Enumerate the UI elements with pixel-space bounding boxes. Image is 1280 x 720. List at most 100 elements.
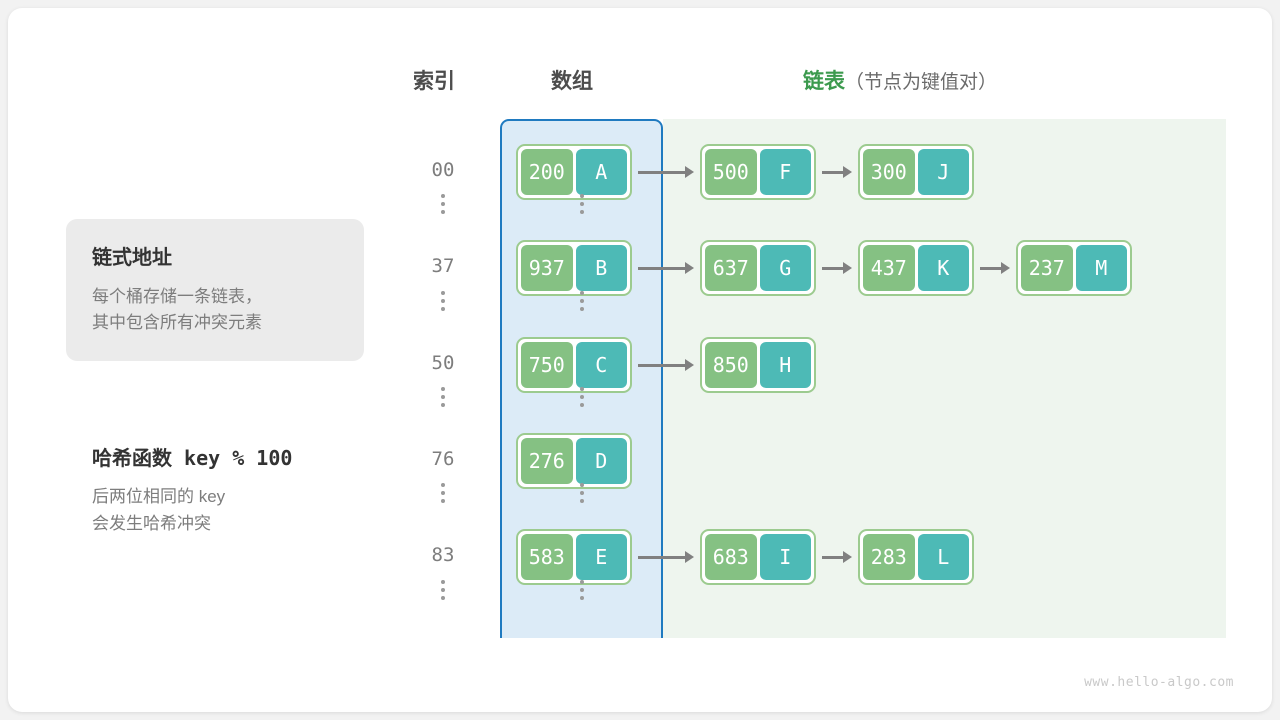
hash-note-line-2: 会发生哈希冲突 xyxy=(92,514,211,534)
index-ellipsis xyxy=(436,387,450,407)
node-key: 283 xyxy=(863,534,915,580)
hash-function-note: 哈希函数 key % 100 后两位相同的 key 会发生哈希冲突 xyxy=(92,442,392,537)
array-ellipsis xyxy=(575,387,589,407)
ellipsis-dot xyxy=(580,499,584,503)
array-ellipsis xyxy=(575,194,589,214)
index-ellipsis xyxy=(436,580,450,600)
arrow-head xyxy=(843,262,852,274)
ellipsis-dot xyxy=(580,483,584,487)
ellipsis-dot xyxy=(441,403,445,407)
ellipsis-dot xyxy=(441,580,445,584)
chain-arrow xyxy=(980,262,1010,274)
node-key: 637 xyxy=(705,245,757,291)
node-key: 237 xyxy=(1021,245,1073,291)
node-value: K xyxy=(917,245,969,291)
arrow-shaft xyxy=(638,266,685,270)
index-label: 50 xyxy=(431,352,455,374)
arrow-head xyxy=(685,551,694,563)
array-ellipsis xyxy=(575,483,589,503)
arrow-head xyxy=(843,551,852,563)
arrow-shaft xyxy=(638,555,685,559)
chain-arrow xyxy=(638,262,694,274)
arrow-shaft xyxy=(822,266,843,270)
arrow-head xyxy=(685,262,694,274)
chain-arrow xyxy=(822,551,852,563)
array-ellipsis xyxy=(575,580,589,600)
header-array: 数组 xyxy=(551,70,593,93)
arrow-head xyxy=(843,166,852,178)
card-body-line-2: 其中包含所有冲突元素 xyxy=(92,313,262,333)
arrow-shaft xyxy=(822,170,843,174)
node-key: 683 xyxy=(705,534,757,580)
index-ellipsis xyxy=(436,291,450,311)
node-key: 437 xyxy=(863,245,915,291)
ellipsis-dot xyxy=(580,299,584,303)
index-ellipsis xyxy=(436,194,450,214)
header-linked-list-sub: （节点为键值对） xyxy=(845,72,998,93)
node-value: G xyxy=(759,245,811,291)
node-value: A xyxy=(575,149,627,195)
node-value: H xyxy=(759,342,811,388)
header-index: 索引 xyxy=(413,70,455,93)
node-value: I xyxy=(759,534,811,580)
arrow-shaft xyxy=(980,266,1001,270)
node-value: L xyxy=(917,534,969,580)
ellipsis-dot xyxy=(441,596,445,600)
hash-note-line-1: 后两位相同的 key xyxy=(92,487,226,506)
node-key: 276 xyxy=(521,438,573,484)
index-ellipsis xyxy=(436,483,450,503)
ellipsis-dot xyxy=(441,588,445,592)
card-body: 每个桶存储一条链表， 其中包含所有冲突元素 xyxy=(92,284,338,337)
node-value: E xyxy=(575,534,627,580)
ellipsis-dot xyxy=(580,194,584,198)
node-key: 500 xyxy=(705,149,757,195)
arrow-shaft xyxy=(638,363,685,367)
node-key: 200 xyxy=(521,149,573,195)
node-value: B xyxy=(575,245,627,291)
ellipsis-dot xyxy=(580,387,584,391)
node-value: F xyxy=(759,149,811,195)
hash-function-body: 后两位相同的 key 会发生哈希冲突 xyxy=(92,483,392,537)
card-title: 链式地址 xyxy=(92,247,172,269)
header-linked-list-main: 链表 xyxy=(803,70,845,93)
ellipsis-dot xyxy=(580,580,584,584)
ellipsis-dot xyxy=(441,491,445,495)
ellipsis-dot xyxy=(580,403,584,407)
ellipsis-dot xyxy=(580,291,584,295)
ellipsis-dot xyxy=(441,483,445,487)
arrow-head xyxy=(685,359,694,371)
chain-arrow xyxy=(638,551,694,563)
node-key: 937 xyxy=(521,245,573,291)
node-value: D xyxy=(575,438,627,484)
arrow-shaft xyxy=(638,170,685,174)
card-body-line-1: 每个桶存储一条链表， xyxy=(92,287,262,306)
index-label: 37 xyxy=(431,255,455,277)
ellipsis-dot xyxy=(441,291,445,295)
ellipsis-dot xyxy=(580,202,584,206)
ellipsis-dot xyxy=(580,307,584,311)
chain-arrow xyxy=(822,262,852,274)
ellipsis-dot xyxy=(441,395,445,399)
node-value: C xyxy=(575,342,627,388)
index-label: 00 xyxy=(431,159,455,181)
node-value: J xyxy=(917,149,969,195)
array-ellipsis xyxy=(575,291,589,311)
arrow-shaft xyxy=(822,555,843,559)
ellipsis-dot xyxy=(580,210,584,214)
node-key: 750 xyxy=(521,342,573,388)
watermark: www.hello-algo.com xyxy=(1084,675,1234,690)
ellipsis-dot xyxy=(580,395,584,399)
arrow-head xyxy=(685,166,694,178)
chaining-info-card: 链式地址 每个桶存储一条链表， 其中包含所有冲突元素 xyxy=(66,219,364,361)
ellipsis-dot xyxy=(580,588,584,592)
